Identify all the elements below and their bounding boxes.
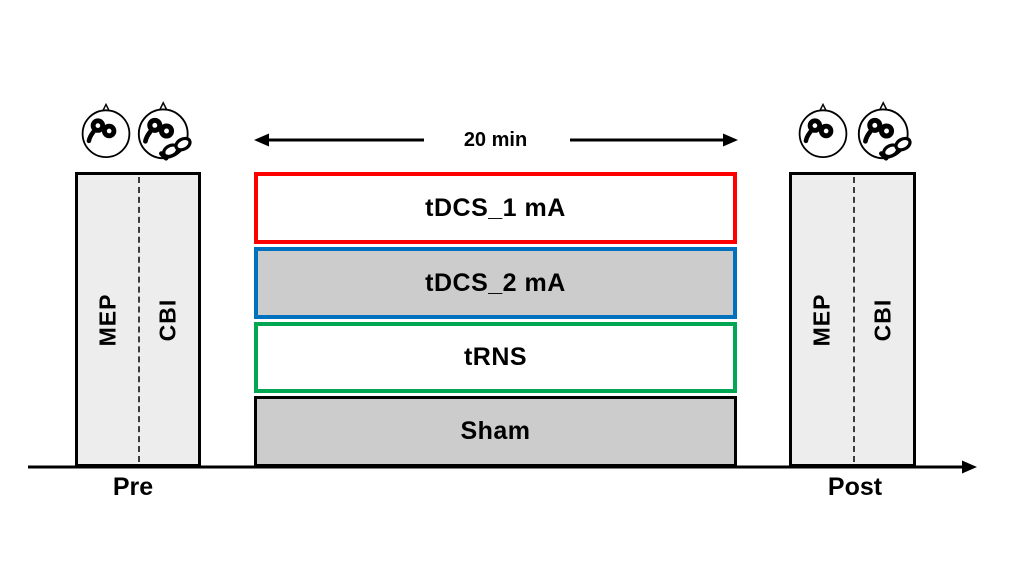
condition-label: tDCS_1 mA	[425, 193, 566, 222]
condition-box-tdcs-2ma: tDCS_2 mA	[254, 247, 737, 319]
bar-divider	[852, 177, 855, 462]
condition-label: tRNS	[463, 343, 528, 371]
duration-right-arrowhead-icon	[723, 133, 738, 147]
cbi-label: CBI	[869, 298, 896, 341]
mep-label: MEP	[94, 293, 121, 346]
condition-box-trns: tRNS	[254, 322, 737, 393]
condition-label: Sham	[460, 417, 531, 445]
tms-dual-coil-head-icon	[136, 100, 198, 162]
mep-label: MEP	[808, 293, 835, 346]
pre-measurement-bar: MEP CBI	[75, 172, 201, 467]
duration-label: 20 min	[463, 129, 528, 151]
post-caption: Post	[827, 473, 883, 501]
duration-left-arrowhead-icon	[254, 133, 269, 147]
axis-arrowhead-icon	[962, 460, 977, 474]
tms-single-coil-head-icon	[79, 102, 133, 160]
condition-box-sham: Sham	[254, 396, 737, 467]
pre-caption: Pre	[112, 473, 154, 501]
condition-label: tDCS_2 mA	[425, 268, 566, 297]
cbi-label: CBI	[154, 298, 181, 341]
condition-box-tdcs-1ma: tDCS_1 mA	[254, 172, 737, 244]
tms-dual-coil-head-icon	[856, 100, 918, 162]
bar-divider	[138, 177, 140, 462]
post-measurement-bar: MEP CBI	[789, 172, 916, 467]
tms-single-coil-head-icon	[796, 102, 850, 160]
